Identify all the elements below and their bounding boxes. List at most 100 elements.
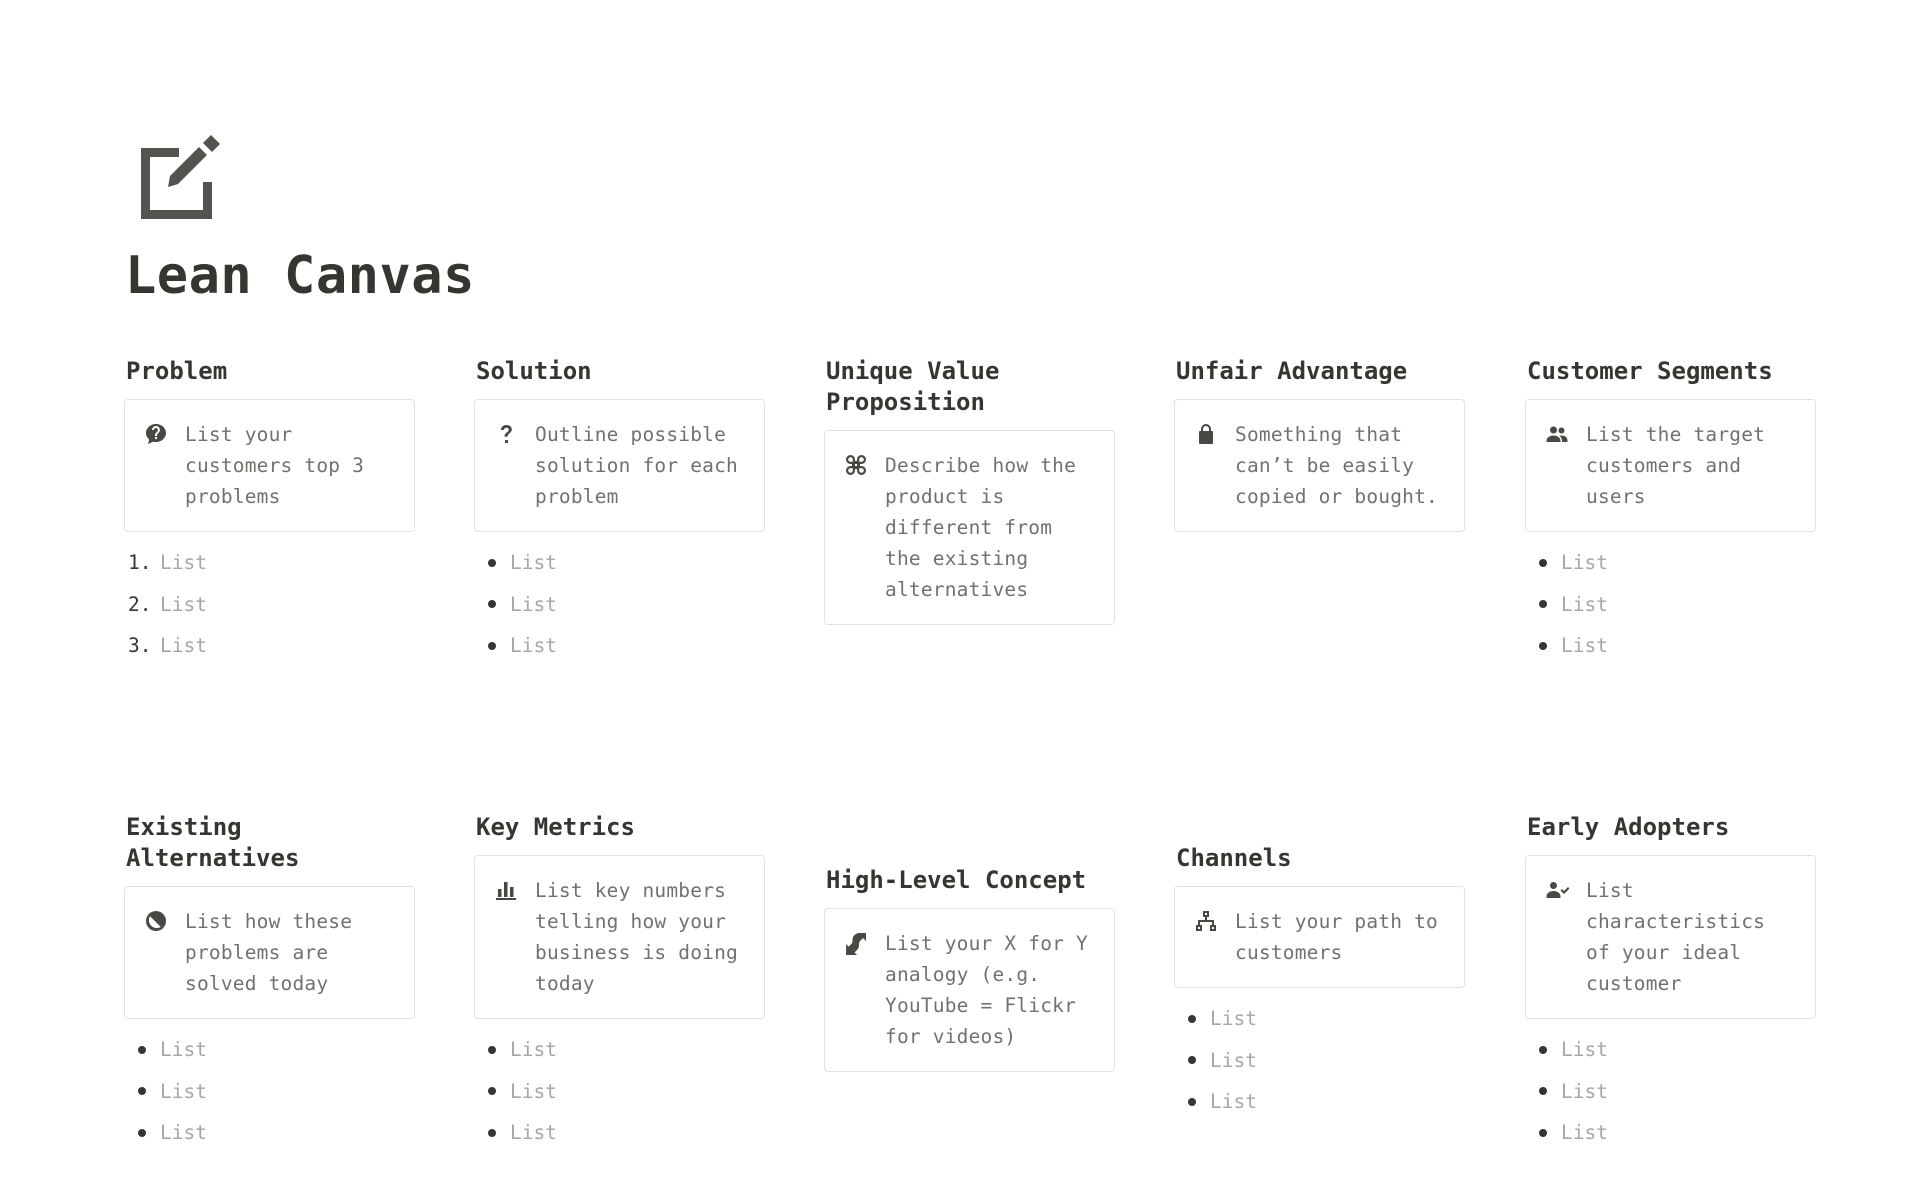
hierarchy-icon bbox=[1193, 908, 1219, 934]
callout-text: Something that can’t be easily copied or… bbox=[1235, 423, 1438, 508]
list-item-text: List bbox=[510, 1079, 557, 1103]
callout[interactable]: List key numbers telling how your busine… bbox=[474, 855, 765, 1019]
list-item[interactable]: List bbox=[1525, 1112, 1820, 1154]
list-item[interactable]: List bbox=[1174, 1040, 1469, 1082]
section-unique-value-proposition: Unique Value Proposition Describe how th… bbox=[824, 356, 1119, 625]
section-heading[interactable]: Solution bbox=[476, 357, 592, 385]
list-item[interactable]: List bbox=[1525, 542, 1820, 584]
list-item[interactable]: List bbox=[474, 542, 769, 584]
section-heading[interactable]: Unique Value Proposition bbox=[826, 357, 1000, 416]
list-item[interactable]: List bbox=[1174, 998, 1469, 1040]
bullet bbox=[1525, 641, 1561, 650]
list-number: 1. bbox=[128, 551, 152, 575]
bulleted-list: List List List bbox=[1174, 998, 1469, 1123]
callout[interactable]: List characteristics of your ideal custo… bbox=[1525, 855, 1816, 1019]
list-item[interactable]: List bbox=[124, 1029, 419, 1071]
list-item-text: List bbox=[160, 551, 207, 575]
list-item[interactable]: List bbox=[1525, 1071, 1820, 1113]
person-check-icon bbox=[1544, 877, 1570, 903]
page-title[interactable]: Lean Canvas bbox=[125, 246, 475, 306]
callout[interactable]: Outline possible solution for each probl… bbox=[474, 399, 765, 532]
list-item-text: List bbox=[160, 634, 207, 658]
list-item[interactable]: List bbox=[474, 625, 769, 667]
callout-text: Describe how the product is different fr… bbox=[885, 454, 1077, 601]
callout-text: List your X for Y analogy (e.g. YouTube … bbox=[885, 932, 1088, 1048]
lock-icon bbox=[1193, 421, 1219, 447]
bullet bbox=[474, 1045, 510, 1054]
list-item-text: List bbox=[510, 592, 557, 616]
list-item[interactable]: List bbox=[1525, 584, 1820, 626]
arrows-diagonal-icon bbox=[843, 930, 869, 956]
bullet bbox=[1525, 1128, 1561, 1137]
section-heading[interactable]: Early Adopters bbox=[1527, 813, 1730, 841]
list-item[interactable]: 2. List bbox=[124, 584, 419, 626]
bulleted-list: List List List bbox=[474, 1029, 769, 1154]
bullet bbox=[1525, 1087, 1561, 1096]
list-item[interactable]: List bbox=[124, 1071, 419, 1113]
section-heading[interactable]: Problem bbox=[126, 357, 228, 385]
list-item-text: List bbox=[160, 1038, 207, 1062]
bulleted-list: List List List bbox=[1525, 1029, 1820, 1154]
list-item[interactable]: List bbox=[474, 584, 769, 626]
section-heading[interactable]: Existing Alternatives bbox=[126, 813, 300, 872]
list-item-text: List bbox=[1210, 1090, 1257, 1114]
callout[interactable]: List your X for Y analogy (e.g. YouTube … bbox=[824, 908, 1115, 1072]
command-key-icon bbox=[843, 452, 869, 478]
list-item[interactable]: List bbox=[1174, 1081, 1469, 1123]
callout-text: List how these problems are solved today bbox=[185, 910, 353, 995]
edit-square-icon[interactable] bbox=[133, 130, 225, 222]
section-existing-alternatives: Existing Alternatives List how these pro… bbox=[124, 812, 419, 1154]
list-number: 3. bbox=[128, 634, 152, 658]
list-item-text: List bbox=[510, 1121, 557, 1145]
bullet bbox=[474, 600, 510, 609]
list-item-text: List bbox=[1561, 1079, 1608, 1103]
section-solution: Solution Outline possible solution for e… bbox=[474, 356, 769, 667]
callout-text: List key numbers telling how your busine… bbox=[535, 879, 738, 995]
callout-text: List the target customers and users bbox=[1586, 423, 1766, 508]
bullet bbox=[1174, 1097, 1210, 1106]
callout[interactable]: Describe how the product is different fr… bbox=[824, 430, 1115, 625]
people-icon bbox=[1544, 421, 1570, 447]
half-circle-icon bbox=[143, 908, 169, 934]
list-item-text: List bbox=[160, 592, 207, 616]
section-customer-segments: Customer Segments List the target custom… bbox=[1525, 356, 1820, 667]
list-item[interactable]: List bbox=[1525, 1029, 1820, 1071]
bullet bbox=[474, 1087, 510, 1096]
section-heading[interactable]: High-Level Concept bbox=[826, 866, 1087, 894]
question-bubble-icon bbox=[143, 421, 169, 447]
callout[interactable]: List how these problems are solved today bbox=[124, 886, 415, 1019]
section-unfair-advantage: Unfair Advantage Something that can’t be… bbox=[1174, 356, 1469, 532]
list-item-text: List bbox=[510, 551, 557, 575]
list-item-text: List bbox=[510, 634, 557, 658]
callout[interactable]: List the target customers and users bbox=[1525, 399, 1816, 532]
callout[interactable]: List your customers top 3 problems bbox=[124, 399, 415, 532]
list-item[interactable]: List bbox=[124, 1112, 419, 1154]
bullet bbox=[1525, 1045, 1561, 1054]
section-heading[interactable]: Unfair Advantage bbox=[1176, 357, 1408, 385]
bar-chart-icon bbox=[493, 877, 519, 903]
section-heading[interactable]: Key Metrics bbox=[476, 813, 635, 841]
section-heading[interactable]: Channels bbox=[1176, 844, 1292, 872]
bullet bbox=[474, 558, 510, 567]
list-item[interactable]: List bbox=[474, 1071, 769, 1113]
list-item[interactable]: 1. List bbox=[124, 542, 419, 584]
list-item[interactable]: 3. List bbox=[124, 625, 419, 667]
callout[interactable]: List your path to customers bbox=[1174, 886, 1465, 988]
callout[interactable]: Something that can’t be easily copied or… bbox=[1174, 399, 1465, 532]
list-item-text: List bbox=[510, 1038, 557, 1062]
list-number: 2. bbox=[128, 592, 152, 616]
list-item[interactable]: List bbox=[1525, 625, 1820, 667]
list-item-text: List bbox=[160, 1121, 207, 1145]
bullet bbox=[124, 1128, 160, 1137]
bullet bbox=[474, 641, 510, 650]
list-item[interactable]: List bbox=[474, 1112, 769, 1154]
callout-text: List characteristics of your ideal custo… bbox=[1586, 879, 1766, 995]
list-item[interactable]: List bbox=[474, 1029, 769, 1071]
section-heading[interactable]: Customer Segments bbox=[1527, 357, 1773, 385]
list-item-text: List bbox=[1561, 551, 1608, 575]
section-key-metrics: Key Metrics List key numbers telling how… bbox=[474, 812, 769, 1154]
list-item-text: List bbox=[1561, 1038, 1608, 1062]
list-item-text: List bbox=[1210, 1048, 1257, 1072]
bullet bbox=[124, 1087, 160, 1096]
section-channels: Channels List your path to customers Lis… bbox=[1174, 843, 1469, 1123]
